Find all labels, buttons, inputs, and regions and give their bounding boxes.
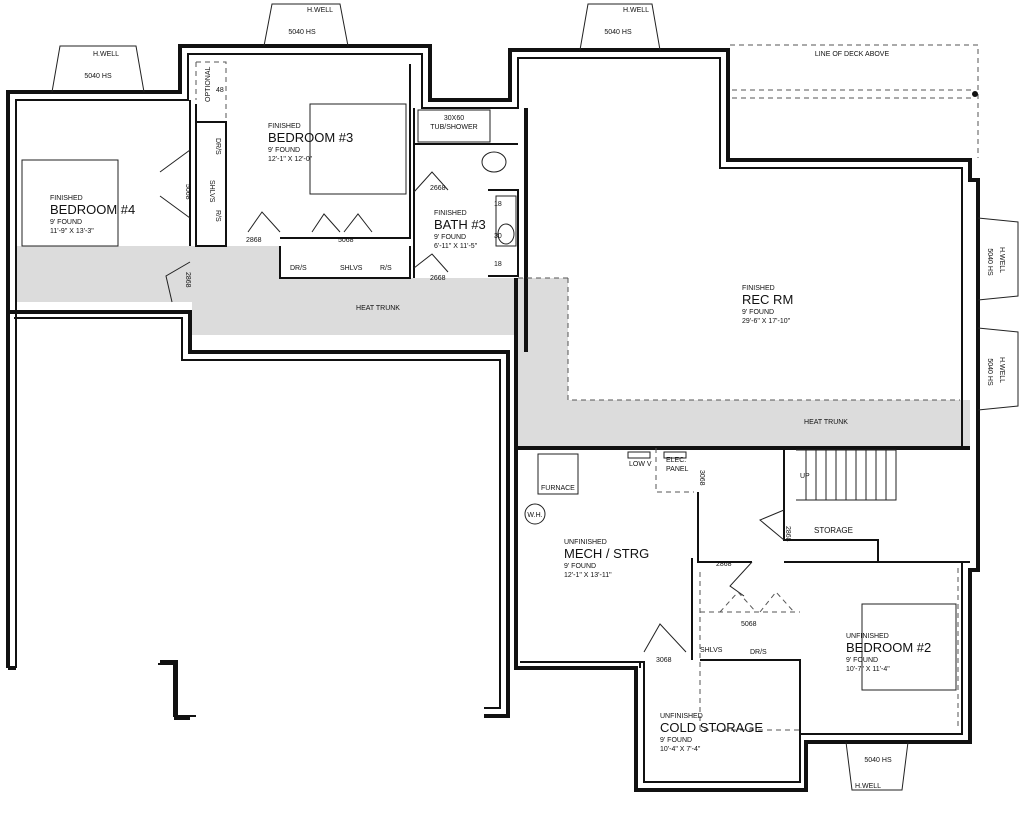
window-label: 5040 HS — [864, 757, 892, 764]
deck-line — [730, 44, 979, 158]
room-status: FINISHED — [742, 285, 775, 292]
room-ceiling: 9' FOUND — [268, 147, 300, 154]
stair-up-label: UP — [800, 473, 810, 480]
room-ceiling: 9' FOUND — [564, 563, 596, 570]
window-label: 5040 HS — [986, 358, 993, 386]
door-code: 3068 — [698, 470, 705, 486]
door-code: 2868 — [784, 526, 791, 542]
optional-dim: 48 — [216, 87, 224, 94]
water-heater-label: W.H. — [527, 512, 542, 519]
window-wells — [51, 3, 1019, 791]
window-label: 5040 HS — [84, 73, 112, 80]
dashed-outlines — [195, 61, 960, 493]
room-size: 10'-4" X 7'-4" — [660, 746, 701, 753]
room-name: BEDROOM #4 — [50, 202, 135, 217]
hwell-label: H.WELL — [998, 357, 1005, 383]
room-ceiling: 9' FOUND — [434, 234, 466, 241]
door-code: 2668 — [430, 185, 446, 192]
room-size: 12'-1" X 12'-0" — [268, 156, 313, 163]
door-code: 2868 — [716, 561, 732, 568]
room-size: 10'-7" X 11'-4" — [846, 666, 890, 673]
hwell-label: H.WELL — [855, 783, 881, 790]
room-status: UNFINISHED — [660, 713, 703, 720]
room-name: REC RM — [742, 292, 793, 307]
fixtures — [417, 109, 897, 525]
low-voltage-label: LOW V — [629, 461, 652, 468]
hwell-label: H.WELL — [623, 7, 649, 14]
door-code: 3068 — [656, 657, 672, 664]
room-name: COLD STORAGE — [660, 720, 763, 735]
room-size: 6'-11" X 11'-5" — [434, 243, 478, 250]
closet-shelves: SHLVS — [208, 180, 215, 203]
tub-label-2: TUB/SHOWER — [430, 124, 477, 131]
closet-rod: R/S — [380, 265, 392, 272]
closet-rod: R/S — [214, 210, 221, 222]
room-status: FINISHED — [268, 123, 301, 130]
room-name: BEDROOM #2 — [846, 640, 931, 655]
room-ceiling: 9' FOUND — [660, 737, 692, 744]
closet-rod: DR/S — [290, 265, 307, 272]
room-size: 29'-6" X 17'-10" — [742, 318, 791, 325]
room-name: BEDROOM #3 — [268, 130, 353, 145]
interior-walls — [189, 64, 970, 740]
room-name: MECH / STRG — [564, 546, 649, 561]
door-code: 5068 — [338, 237, 354, 244]
storage-label: STORAGE — [814, 526, 853, 535]
closet-shelves: SHLVS — [340, 265, 363, 272]
window-label: 5040 HS — [986, 248, 993, 276]
furnace-label: FURNACE — [541, 485, 575, 492]
window-label: 5040 HS — [604, 29, 632, 36]
room-ceiling: 9' FOUND — [50, 219, 82, 226]
bed-icons — [21, 103, 957, 691]
door-code: 5068 — [184, 184, 191, 200]
heat-trunk-area — [16, 246, 970, 446]
room-ceiling: 9' FOUND — [846, 657, 878, 664]
dim-30: 30 — [494, 233, 502, 240]
room-size: 11'-9" X 13'-3" — [50, 228, 94, 235]
room-status: UNFINISHED — [846, 633, 889, 640]
room-name: BATH #3 — [434, 217, 486, 232]
exterior-walls — [6, 44, 980, 792]
deck-label: LINE OF DECK ABOVE — [815, 51, 890, 58]
closet-shelves: SHLVS — [700, 647, 723, 654]
door-code: 2668 — [430, 275, 446, 282]
door-code: 5068 — [741, 621, 757, 628]
closet-rod: DR/S — [214, 138, 221, 155]
room-status: FINISHED — [434, 210, 467, 217]
dim-18: 18 — [494, 261, 502, 268]
hwell-label: H.WELL — [998, 247, 1005, 273]
dim-18: 18 — [494, 201, 502, 208]
optional-label: OPTIONAL — [205, 66, 212, 102]
labels: H.WELL 5040 HS H.WELL 5040 HS H.WELL 504… — [50, 7, 1005, 790]
elec-panel-label-2: PANEL — [666, 466, 689, 473]
door-code: 2868 — [246, 237, 262, 244]
room-ceiling: 9' FOUND — [742, 309, 774, 316]
closet-rod: DR/S — [750, 649, 767, 656]
heat-trunk-label: HEAT TRUNK — [804, 419, 848, 426]
door-code: 2868 — [184, 272, 191, 288]
hwell-label: H.WELL — [307, 7, 333, 14]
room-status: FINISHED — [50, 195, 83, 202]
elec-panel-label: ELEC. — [666, 457, 686, 464]
hwell-label: H.WELL — [93, 51, 119, 58]
window-label: 5040 HS — [288, 29, 316, 36]
tub-label: 30X60 — [444, 115, 464, 122]
door-swings — [159, 149, 795, 653]
room-status: UNFINISHED — [564, 539, 607, 546]
heat-trunk-label: HEAT TRUNK — [356, 305, 400, 312]
room-size: 12'-1" X 13'-11" — [564, 572, 612, 579]
